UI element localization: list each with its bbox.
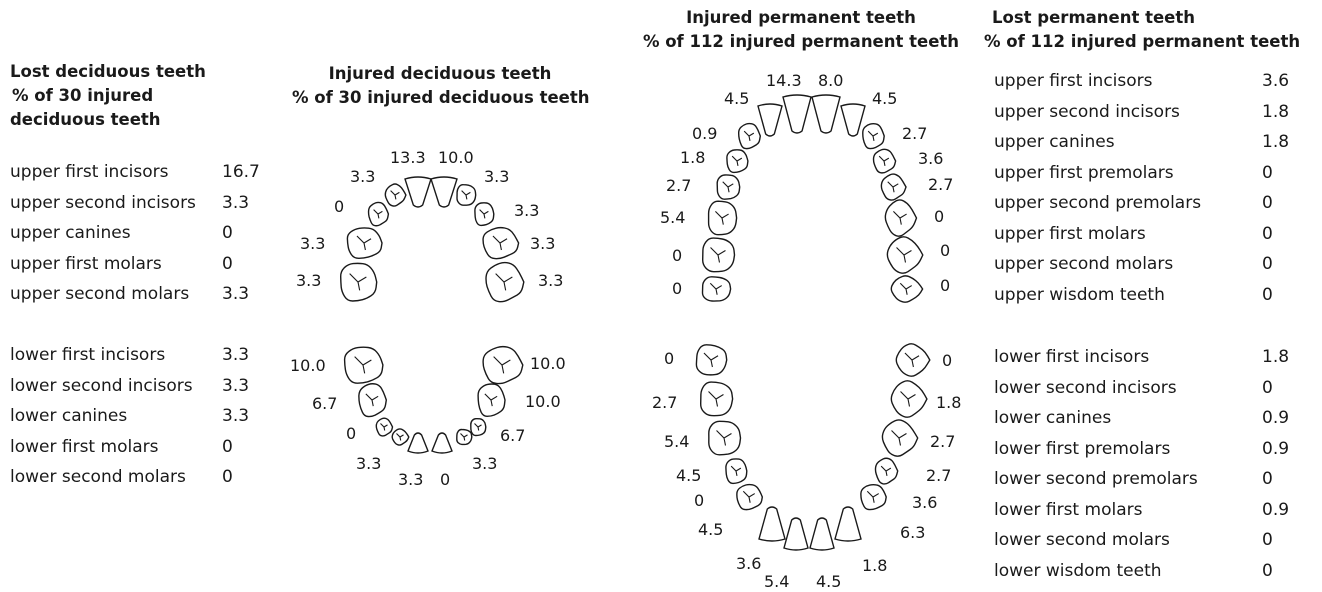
tooth-outline <box>758 104 782 136</box>
tooth-outline <box>835 507 861 541</box>
tooth-outline <box>432 433 452 453</box>
tooth-outline <box>431 177 457 207</box>
tooth-outline <box>891 381 927 417</box>
tooth-outline <box>810 518 834 550</box>
tooth-outline <box>483 347 523 384</box>
tooth-outline <box>408 433 428 453</box>
tooth-outline <box>759 507 785 541</box>
tooth-outline <box>486 263 524 302</box>
tooth-outline <box>783 95 811 133</box>
tooth-outline <box>882 420 917 456</box>
tooth-outline <box>345 347 383 383</box>
tooth-outline <box>405 177 431 207</box>
tooth-outline <box>841 104 865 136</box>
tooth-outline <box>784 518 808 550</box>
tooth-outline <box>812 95 840 133</box>
tooth-outline <box>887 237 922 273</box>
